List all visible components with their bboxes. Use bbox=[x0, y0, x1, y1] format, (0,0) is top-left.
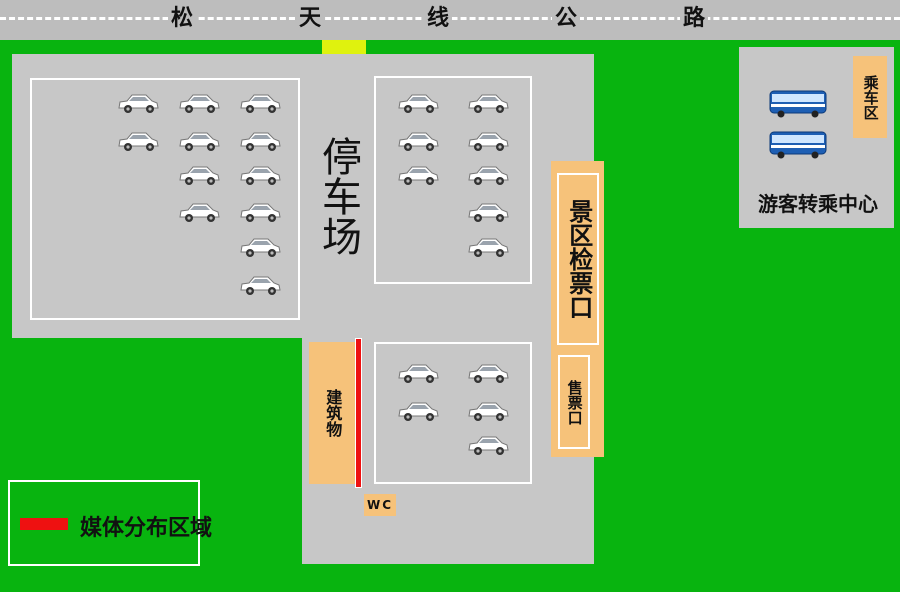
legend-media-label: 媒体分布区域 bbox=[80, 516, 213, 541]
car-icon bbox=[396, 162, 440, 188]
wc-label: WC bbox=[364, 494, 396, 516]
parking-lot-southeast bbox=[374, 342, 532, 484]
parking-lot-west bbox=[30, 78, 300, 320]
building-label: 建筑物 bbox=[309, 342, 355, 484]
bus-icon bbox=[769, 131, 827, 159]
road-name-char: 天 bbox=[296, 6, 325, 32]
transfer-center-label: 游客转乘中心 bbox=[758, 192, 878, 216]
car-icon bbox=[177, 128, 221, 154]
car-icon bbox=[466, 360, 510, 386]
car-icon bbox=[396, 90, 440, 116]
car-icon bbox=[177, 162, 221, 188]
car-icon bbox=[238, 199, 282, 225]
bus-icon bbox=[769, 90, 827, 118]
parking-label: 停车场 bbox=[315, 136, 361, 256]
entrance-gate bbox=[322, 40, 366, 54]
boarding-area-label: 乘车区 bbox=[853, 56, 887, 138]
car-icon bbox=[238, 162, 282, 188]
car-icon bbox=[177, 199, 221, 225]
car-icon bbox=[466, 234, 510, 260]
car-icon bbox=[466, 162, 510, 188]
car-icon bbox=[466, 398, 510, 424]
car-icon bbox=[396, 128, 440, 154]
car-icon bbox=[238, 272, 282, 298]
media-zone-marker bbox=[355, 338, 362, 488]
parking-lot-northeast bbox=[374, 76, 532, 284]
car-icon bbox=[396, 398, 440, 424]
road-name-char: 松 bbox=[168, 6, 197, 32]
road-name-char: 线 bbox=[424, 6, 453, 32]
car-icon bbox=[177, 90, 221, 116]
car-icon bbox=[466, 90, 510, 116]
legend-media-swatch bbox=[20, 518, 68, 530]
road-name-char: 公 bbox=[552, 6, 581, 32]
car-icon bbox=[238, 234, 282, 260]
ticket-office-label: 售票口 bbox=[558, 355, 590, 449]
car-icon bbox=[238, 90, 282, 116]
car-icon bbox=[116, 128, 160, 154]
legend: 媒体分布区域 bbox=[8, 480, 212, 566]
car-icon bbox=[396, 360, 440, 386]
car-icon bbox=[116, 90, 160, 116]
car-icon bbox=[466, 128, 510, 154]
road-name-char: 路 bbox=[680, 6, 709, 32]
car-icon bbox=[238, 128, 282, 154]
car-icon bbox=[466, 432, 510, 458]
checkpoint-label: 景区检票口 bbox=[557, 173, 599, 345]
car-icon bbox=[466, 199, 510, 225]
